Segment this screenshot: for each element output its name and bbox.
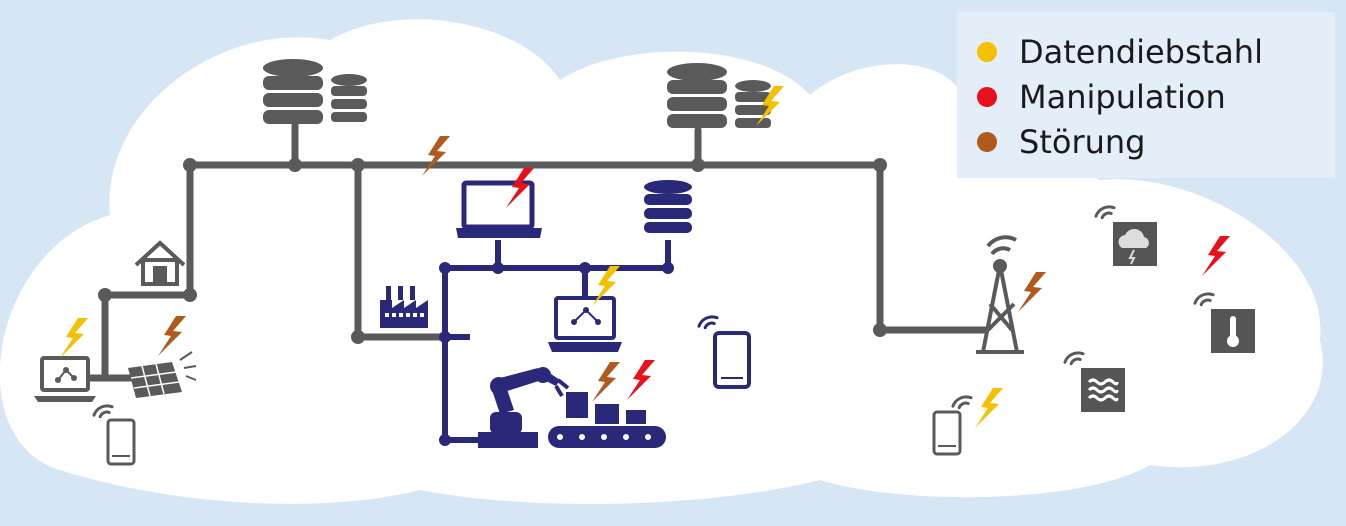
database-icon bbox=[644, 180, 692, 233]
legend: Datendiebstahl Manipulation Störung bbox=[957, 12, 1335, 178]
smartphone-icon bbox=[106, 418, 136, 466]
robot-arm-icon bbox=[478, 367, 570, 448]
legend-label: Störung bbox=[1019, 123, 1146, 161]
laptop-icon bbox=[548, 296, 622, 352]
database-icon bbox=[263, 59, 367, 124]
legend-dot-icon bbox=[977, 87, 997, 107]
laptop-icon bbox=[456, 180, 542, 238]
legend-dot-icon bbox=[977, 132, 997, 152]
water-sensor-icon bbox=[1081, 368, 1125, 412]
factory-icon bbox=[380, 286, 428, 328]
legend-item-stoerung: Störung bbox=[977, 119, 1145, 165]
factory-network-nodes bbox=[439, 262, 674, 446]
weather-sensor-icon bbox=[1113, 222, 1157, 266]
house-icon bbox=[134, 240, 186, 286]
legend-item-manipulation: Manipulation bbox=[977, 74, 1226, 120]
laptop-icon bbox=[34, 356, 96, 402]
smartphone-icon bbox=[932, 410, 962, 456]
legend-dot-icon bbox=[977, 42, 997, 62]
conveyor-icon bbox=[548, 392, 666, 448]
network-nodes bbox=[98, 158, 887, 344]
thermometer-sensor-icon bbox=[1211, 309, 1255, 353]
database-icon bbox=[667, 63, 771, 128]
cell-tower-icon bbox=[976, 235, 1024, 354]
legend-label: Datendiebstahl bbox=[1019, 33, 1263, 71]
solar-panel-icon bbox=[128, 351, 197, 398]
legend-label: Manipulation bbox=[1019, 78, 1226, 116]
tablet-icon bbox=[713, 331, 751, 389]
legend-item-datendiebstahl: Datendiebstahl bbox=[977, 29, 1263, 75]
